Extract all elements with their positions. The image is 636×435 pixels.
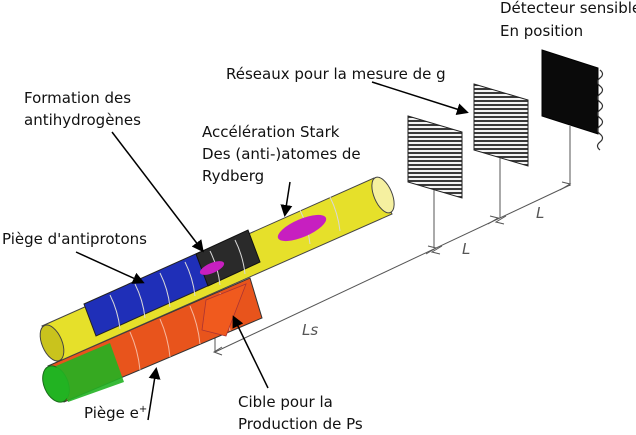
label-positron-trap-sup: +: [139, 404, 147, 415]
distance-l1: L: [462, 240, 470, 258]
label-formation-line2: antihydrogènes: [24, 110, 141, 130]
label-formation-line1: Formation des: [24, 88, 131, 108]
label-positron-trap-base: Piège e: [84, 404, 139, 422]
detector: [542, 50, 603, 186]
label-gratings: Réseaux pour la mesure de g: [226, 64, 446, 84]
distance-l2: L: [536, 204, 544, 222]
arrow-positron: [148, 370, 156, 420]
label-stark-line3: Rydberg: [202, 166, 264, 186]
label-antiproton-trap: Piège d'antiprotons: [2, 229, 147, 249]
label-stark-line2: Des (anti-)atomes de: [202, 144, 361, 164]
arrow-stark: [285, 182, 290, 214]
grating-1: [408, 116, 462, 248]
label-detector-line2: En position: [500, 21, 583, 41]
distance-ls: Ls: [302, 321, 318, 339]
arrow-gratings: [372, 82, 466, 112]
label-target-line2: Production de Ps: [238, 414, 363, 434]
arrow-target: [234, 318, 268, 388]
label-detector-line1: Détecteur sensible: [500, 0, 636, 18]
label-target-line1: Cible pour la: [238, 392, 333, 412]
grating-2: [474, 84, 528, 218]
arrow-antiproton: [76, 252, 142, 282]
label-positron-trap: Piège e+: [84, 400, 147, 423]
label-stark-line1: Accélération Stark: [202, 122, 339, 142]
